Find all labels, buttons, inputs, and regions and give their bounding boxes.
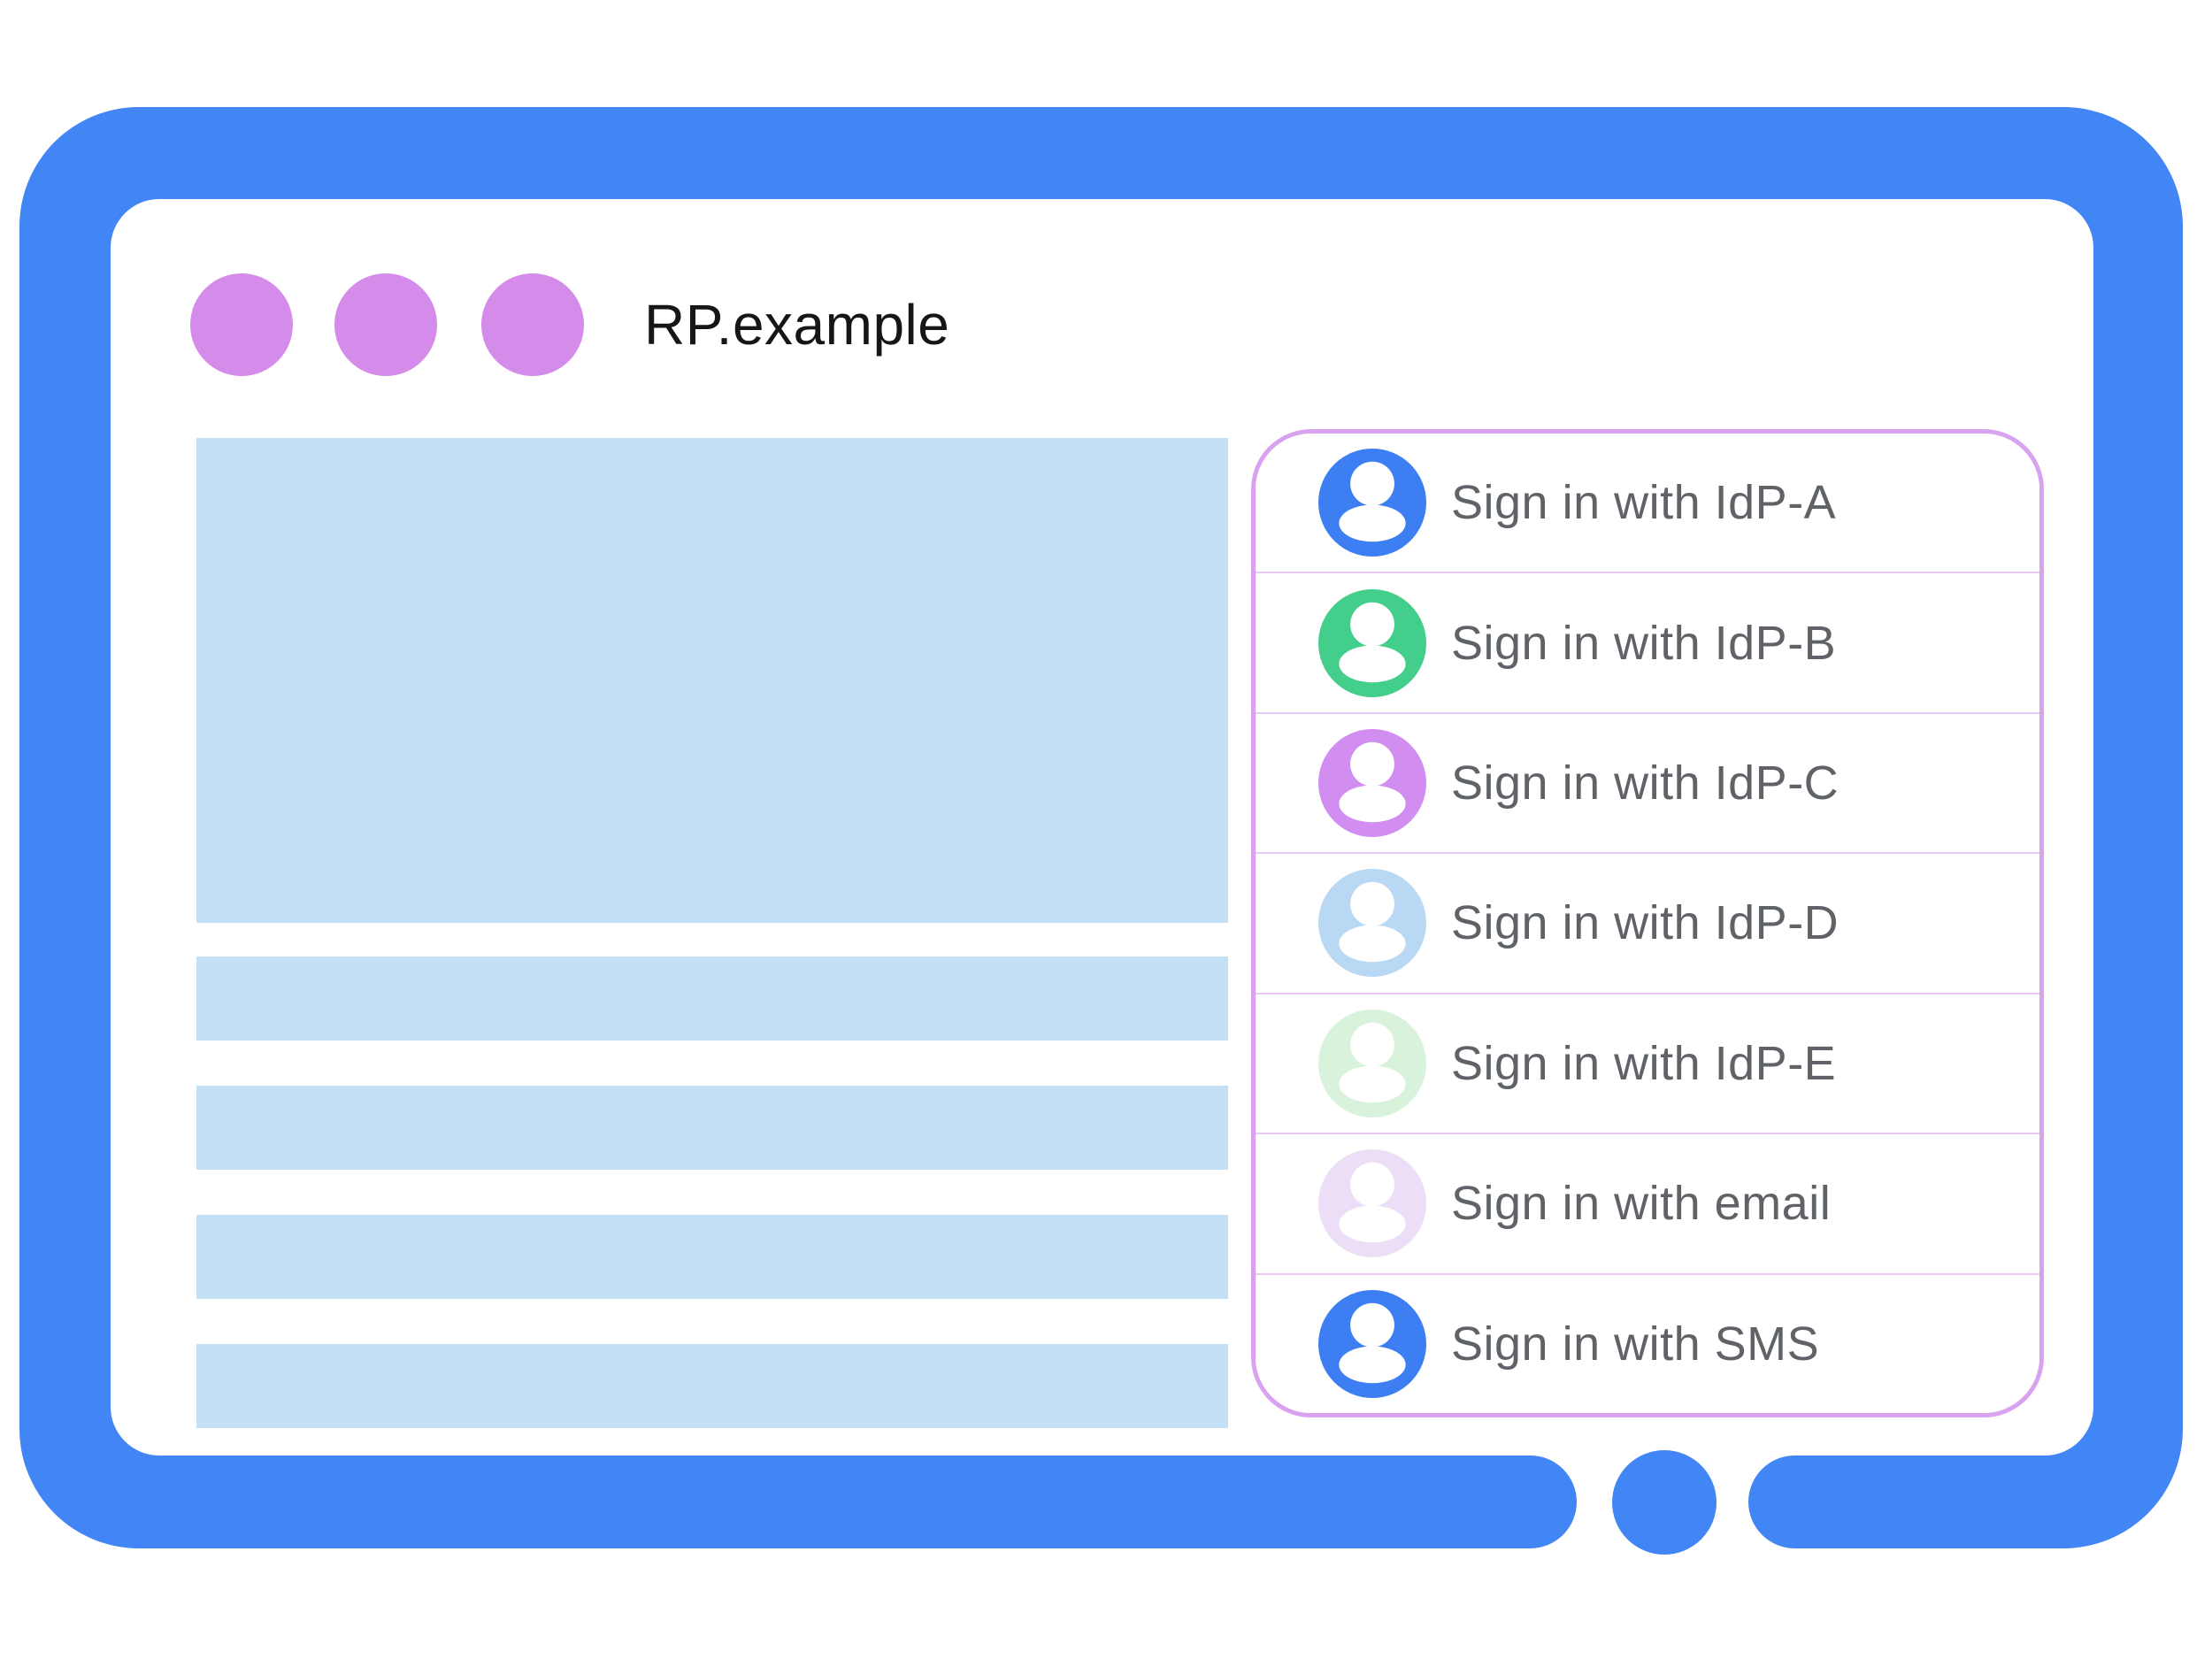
signin-option-row-idp-e[interactable]: Sign in with IdP-E: [1256, 992, 2039, 1133]
signin-option-row-email[interactable]: Sign in with email: [1256, 1133, 2039, 1273]
signin-option-label: Sign in with email: [1451, 1177, 1832, 1231]
frame-bottom-left-cap: [1479, 1455, 1577, 1548]
window-control-dot[interactable]: [334, 273, 437, 376]
frame-hinge-circle: [1612, 1450, 1717, 1555]
signin-option-row-idp-d[interactable]: Sign in with IdP-D: [1256, 852, 2039, 993]
user-avatar-icon: [1318, 729, 1426, 838]
user-avatar-icon: [1318, 869, 1426, 978]
signin-option-label: Sign in with IdP-E: [1451, 1036, 1837, 1090]
user-avatar-icon: [1318, 1009, 1426, 1118]
page-title: RP.example: [644, 293, 950, 357]
content-placeholder-bar: [196, 1086, 1228, 1170]
signin-option-label: Sign in with IdP-A: [1451, 476, 1837, 530]
user-avatar-icon: [1318, 449, 1426, 557]
user-avatar-icon: [1318, 1289, 1426, 1398]
frame-bottom-right-cap: [1748, 1455, 1846, 1548]
content-placeholder-bar: [196, 1344, 1228, 1428]
window-control-dot[interactable]: [190, 273, 293, 376]
content-placeholder-bar: [196, 1215, 1228, 1299]
user-avatar-icon: [1318, 588, 1426, 697]
signin-option-label: Sign in with IdP-C: [1451, 757, 1839, 810]
signin-option-label: Sign in with IdP-D: [1451, 896, 1839, 950]
signin-option-row-idp-c[interactable]: Sign in with IdP-C: [1256, 711, 2039, 853]
signin-chooser-panel: Sign in with IdP-A Sign in with IdP-B Si…: [1251, 429, 2044, 1417]
signin-option-label: Sign in with SMS: [1451, 1317, 1820, 1371]
hero-placeholder-block: [196, 438, 1228, 923]
user-avatar-icon: [1318, 1149, 1426, 1258]
window-control-dot[interactable]: [481, 273, 584, 376]
signin-option-row-idp-a[interactable]: Sign in with IdP-A: [1256, 434, 2039, 572]
content-placeholder-bar: [196, 956, 1228, 1041]
signin-option-row-sms[interactable]: Sign in with SMS: [1256, 1272, 2039, 1413]
signin-option-row-idp-b[interactable]: Sign in with IdP-B: [1256, 572, 2039, 712]
signin-option-label: Sign in with IdP-B: [1451, 616, 1837, 670]
